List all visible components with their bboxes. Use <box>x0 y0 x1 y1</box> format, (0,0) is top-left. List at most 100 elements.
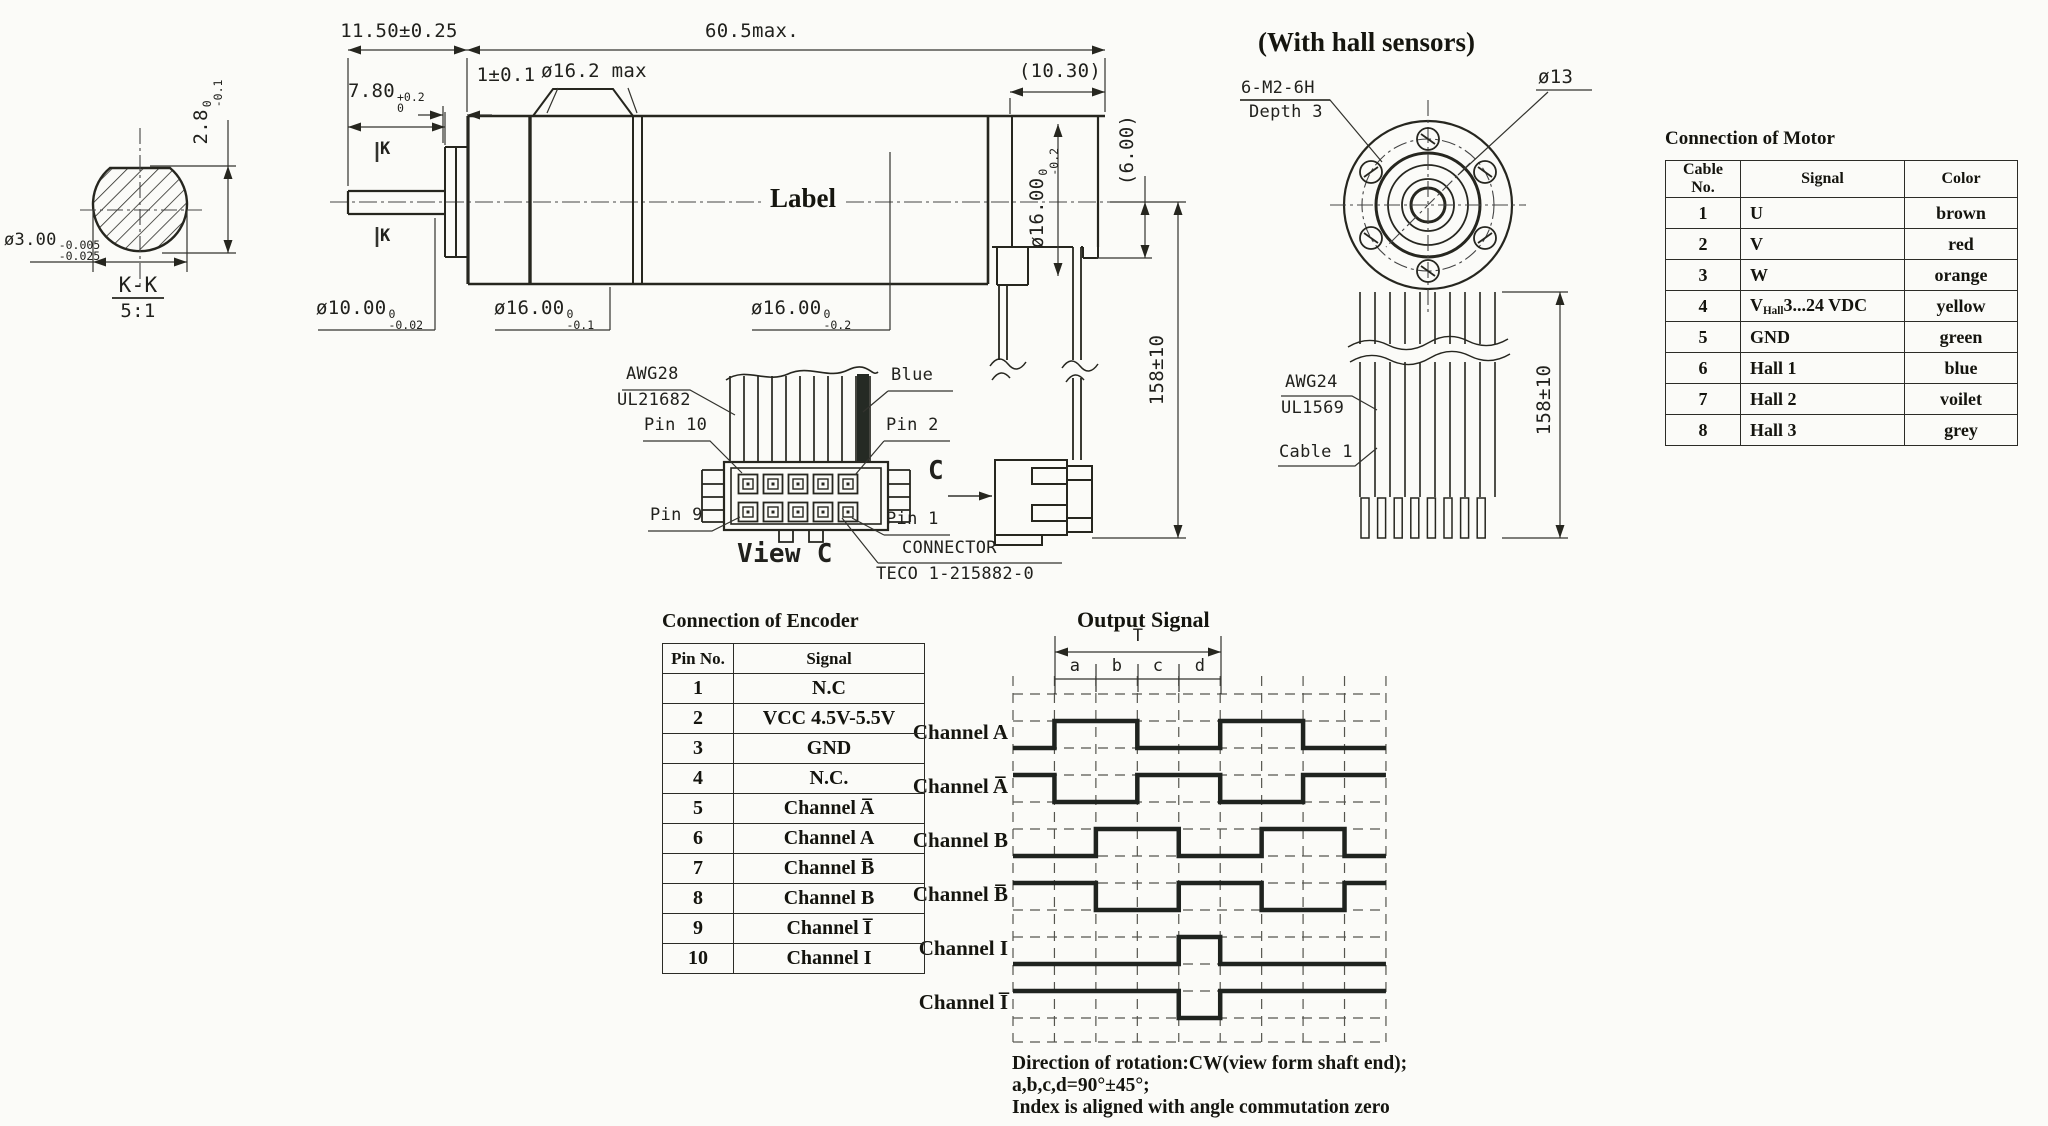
note-rotation: Direction of rotation:CW(view form shaft… <box>1012 1053 1408 1074</box>
dim-ring-diameter: ø16.2 max <box>541 60 647 82</box>
table-cell: 2 <box>662 703 734 734</box>
subdivision-a: a <box>1069 656 1081 676</box>
kk-section-drawing <box>30 120 236 299</box>
pin9-label: Pin 9 <box>650 505 703 525</box>
table-cell: 5 <box>1665 321 1741 353</box>
table-header-cell: Signal <box>1740 160 1905 198</box>
pin10-label: Pin 10 <box>644 415 708 435</box>
dim-exit-length: (6.00) <box>1116 114 1139 186</box>
motor-side-view <box>330 88 1135 460</box>
table-cell: W <box>1740 259 1905 291</box>
hall-wire-gauge: AWG24 <box>1285 372 1338 392</box>
period-label: T <box>1132 626 1144 646</box>
cable-connector-side-view <box>994 459 1093 546</box>
table-cell: Hall 3 <box>1740 414 1905 446</box>
table-cell: VCC 4.5V-5.5V <box>733 703 925 734</box>
subdivision-d: d <box>1194 656 1206 676</box>
table-cell: GND <box>1740 321 1905 353</box>
table-header-cell: Signal <box>733 643 925 674</box>
dim-cable-length-hall: 158±10 <box>1533 364 1556 436</box>
section-label: K-K <box>118 273 158 297</box>
encoder-table-title: Connection of Encoder <box>662 610 859 632</box>
table-cell: red <box>1904 228 2018 260</box>
table-header-cell: Cable No. <box>1665 160 1741 198</box>
connector-part-number: TECO 1-215882-0 <box>876 564 1035 584</box>
table-cell: voilet <box>1904 383 2018 415</box>
hall-cable-wires <box>1359 292 1496 539</box>
table-cell: 8 <box>662 883 734 914</box>
table-cell: 1 <box>662 673 734 704</box>
table-cell: Hall 1 <box>1740 352 1905 384</box>
dim-pilot-diameter: ø13 <box>1538 66 1574 88</box>
table-cell: brown <box>1904 197 2018 229</box>
motor-body-label: Label <box>770 183 837 213</box>
table-cell: Channel I̅ <box>733 913 925 944</box>
table-cell: 3 <box>662 733 734 764</box>
table-cell: orange <box>1904 259 2018 291</box>
table-header-cell: Color <box>1904 160 2018 198</box>
timing-grid <box>1012 676 1387 1043</box>
table-cell: 9 <box>662 913 734 944</box>
encoder-wire-gauge: AWG28 <box>626 364 679 384</box>
section-mark-k-top: K <box>380 139 391 159</box>
table-cell: 2 <box>1665 228 1741 260</box>
table-header-cell: Pin No. <box>662 643 734 674</box>
table-cell: blue <box>1904 352 2018 384</box>
table-cell: Channel B̅ <box>733 853 925 884</box>
table-cell: VHall3...24 VDC <box>1740 290 1905 322</box>
subdivision-c: c <box>1152 656 1164 676</box>
channel-b-bar-label: Channel B̅ <box>912 882 1008 906</box>
channel-a-label: Channel A <box>912 720 1008 744</box>
blue-wire-label: Blue <box>891 365 934 385</box>
channel-i-label: Channel I <box>918 936 1008 960</box>
timing-period-dims <box>1054 636 1222 694</box>
table-cell: 5 <box>662 793 734 824</box>
table-cell: 7 <box>1665 383 1741 415</box>
view-c-label: View C <box>737 539 833 569</box>
note-index: Index is aligned with angle commutation … <box>1012 1097 1390 1118</box>
hall-dimension-lines <box>1240 89 1592 539</box>
view-direction-letter: C <box>928 456 944 486</box>
table-cell: Channel A <box>733 823 925 854</box>
timing-waveforms <box>1013 718 1386 1021</box>
pin1-label: Pin 1 <box>886 509 939 529</box>
table-cell: 7 <box>662 853 734 884</box>
table-cell: N.C. <box>733 763 925 794</box>
connector-pins <box>737 473 859 523</box>
table-cell: grey <box>1904 414 2018 446</box>
connector-word: CONNECTOR <box>902 538 997 558</box>
dim-overall-length: 60.5max. <box>705 20 799 42</box>
table-cell: yellow <box>1904 290 2018 322</box>
hall-cable-label: Cable 1 <box>1279 442 1353 462</box>
table-cell: V <box>1740 228 1905 260</box>
table-cell: 8 <box>1665 414 1741 446</box>
table-cell: 1 <box>1665 197 1741 229</box>
screw-holes <box>1359 127 1497 283</box>
table-cell: 4 <box>1665 290 1741 322</box>
table-cell: Channel I <box>733 943 925 974</box>
encoder-leader-lines <box>622 389 1062 564</box>
motor-table-title: Connection of Motor <box>1665 128 1835 149</box>
hall-view-title: (With hall sensors) <box>1258 27 1476 57</box>
screw-depth: Depth 3 <box>1249 102 1323 122</box>
dim-cable-length-motor: 158±10 <box>1146 334 1169 406</box>
table-cell: Channel B <box>733 883 925 914</box>
pin2-label: Pin 2 <box>886 415 939 435</box>
table-cell: 10 <box>662 943 734 974</box>
section-scale: 5:1 <box>120 300 156 322</box>
